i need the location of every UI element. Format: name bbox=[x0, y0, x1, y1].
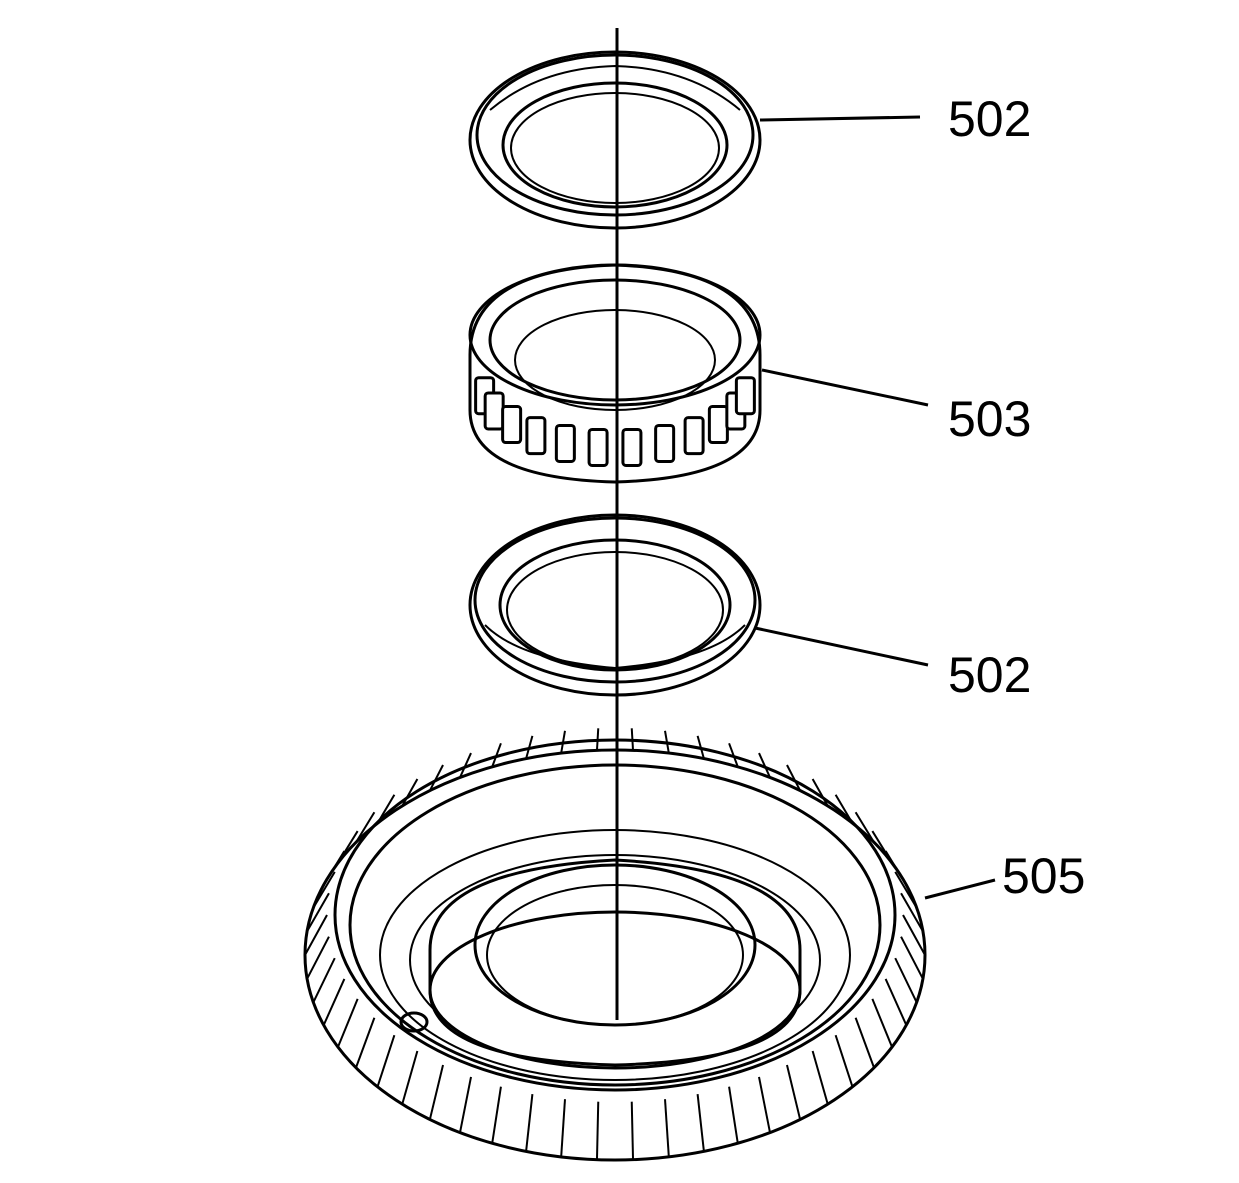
hub-spline bbox=[894, 871, 918, 909]
bearing-roller bbox=[654, 423, 676, 463]
hub-spline bbox=[459, 1076, 472, 1133]
bearing-roller bbox=[587, 427, 609, 467]
bearing-roller bbox=[501, 405, 523, 445]
hub-spline bbox=[900, 936, 924, 980]
callout-505: 505 bbox=[1002, 848, 1085, 904]
bearing-roller bbox=[707, 405, 729, 445]
hub-spline bbox=[376, 1034, 396, 1088]
callout-503: 503 bbox=[948, 391, 1031, 447]
hub-spline bbox=[630, 1101, 635, 1160]
hub-spline bbox=[664, 1099, 670, 1157]
hub-spline bbox=[312, 957, 336, 1003]
hub-spline bbox=[355, 811, 376, 843]
leader-line-502-bottom bbox=[754, 626, 929, 667]
hub-spline bbox=[525, 1094, 534, 1152]
hub-spline bbox=[312, 871, 336, 909]
hub-spline bbox=[834, 1034, 854, 1088]
hub-spline bbox=[854, 811, 875, 843]
hub-spline bbox=[811, 778, 829, 807]
bearing-roller bbox=[483, 391, 505, 431]
bearing-roller bbox=[734, 376, 756, 416]
bearing-roller bbox=[554, 423, 576, 463]
hub-spline bbox=[758, 752, 771, 778]
hub-spline bbox=[811, 1050, 829, 1105]
hub-spline bbox=[306, 936, 330, 980]
callout-502-top: 502 bbox=[948, 91, 1031, 147]
hub-spline bbox=[854, 1017, 875, 1068]
hub-spline bbox=[428, 764, 444, 792]
hub-spline bbox=[786, 764, 802, 792]
hub-spline bbox=[786, 1064, 802, 1120]
hub-spline bbox=[322, 978, 346, 1026]
hub-spline bbox=[900, 892, 924, 932]
hub-spline bbox=[401, 778, 419, 807]
roller-bearing-503 bbox=[468, 263, 762, 484]
hub-505 bbox=[303, 728, 927, 1162]
hub-spline bbox=[696, 1094, 705, 1152]
thrust-washer-top-502 bbox=[468, 50, 762, 230]
hub-spline bbox=[459, 752, 472, 778]
bearing-roller bbox=[621, 427, 643, 467]
hub-spline bbox=[337, 830, 359, 864]
hub-spline bbox=[884, 978, 908, 1026]
hub-spline bbox=[428, 1064, 444, 1120]
hub-spline bbox=[758, 1076, 771, 1133]
hub-spline bbox=[884, 850, 908, 886]
leader-line-502-top bbox=[759, 115, 921, 122]
hub-spline bbox=[902, 914, 926, 956]
hub-spline bbox=[491, 1086, 502, 1144]
hub-spline bbox=[401, 1050, 419, 1105]
hub-spline bbox=[894, 957, 918, 1003]
hub-spline bbox=[871, 998, 893, 1048]
hub-spline bbox=[595, 1101, 600, 1160]
hub-spline bbox=[560, 1099, 566, 1157]
bearing-roller bbox=[683, 416, 705, 456]
leader-line-503 bbox=[761, 368, 929, 407]
hub-splines bbox=[304, 728, 926, 1160]
hub-spline bbox=[355, 1017, 376, 1068]
hub-spline bbox=[337, 998, 359, 1048]
bearing-roller bbox=[525, 416, 547, 456]
leader-line-505 bbox=[924, 878, 996, 900]
bearing-rollers bbox=[474, 376, 756, 467]
hub-spline bbox=[306, 892, 330, 932]
thrust-washer-bottom-502 bbox=[468, 513, 762, 697]
hub-spline bbox=[728, 1086, 739, 1144]
callout-502-bottom: 502 bbox=[948, 647, 1031, 703]
hub-spline bbox=[304, 914, 328, 956]
